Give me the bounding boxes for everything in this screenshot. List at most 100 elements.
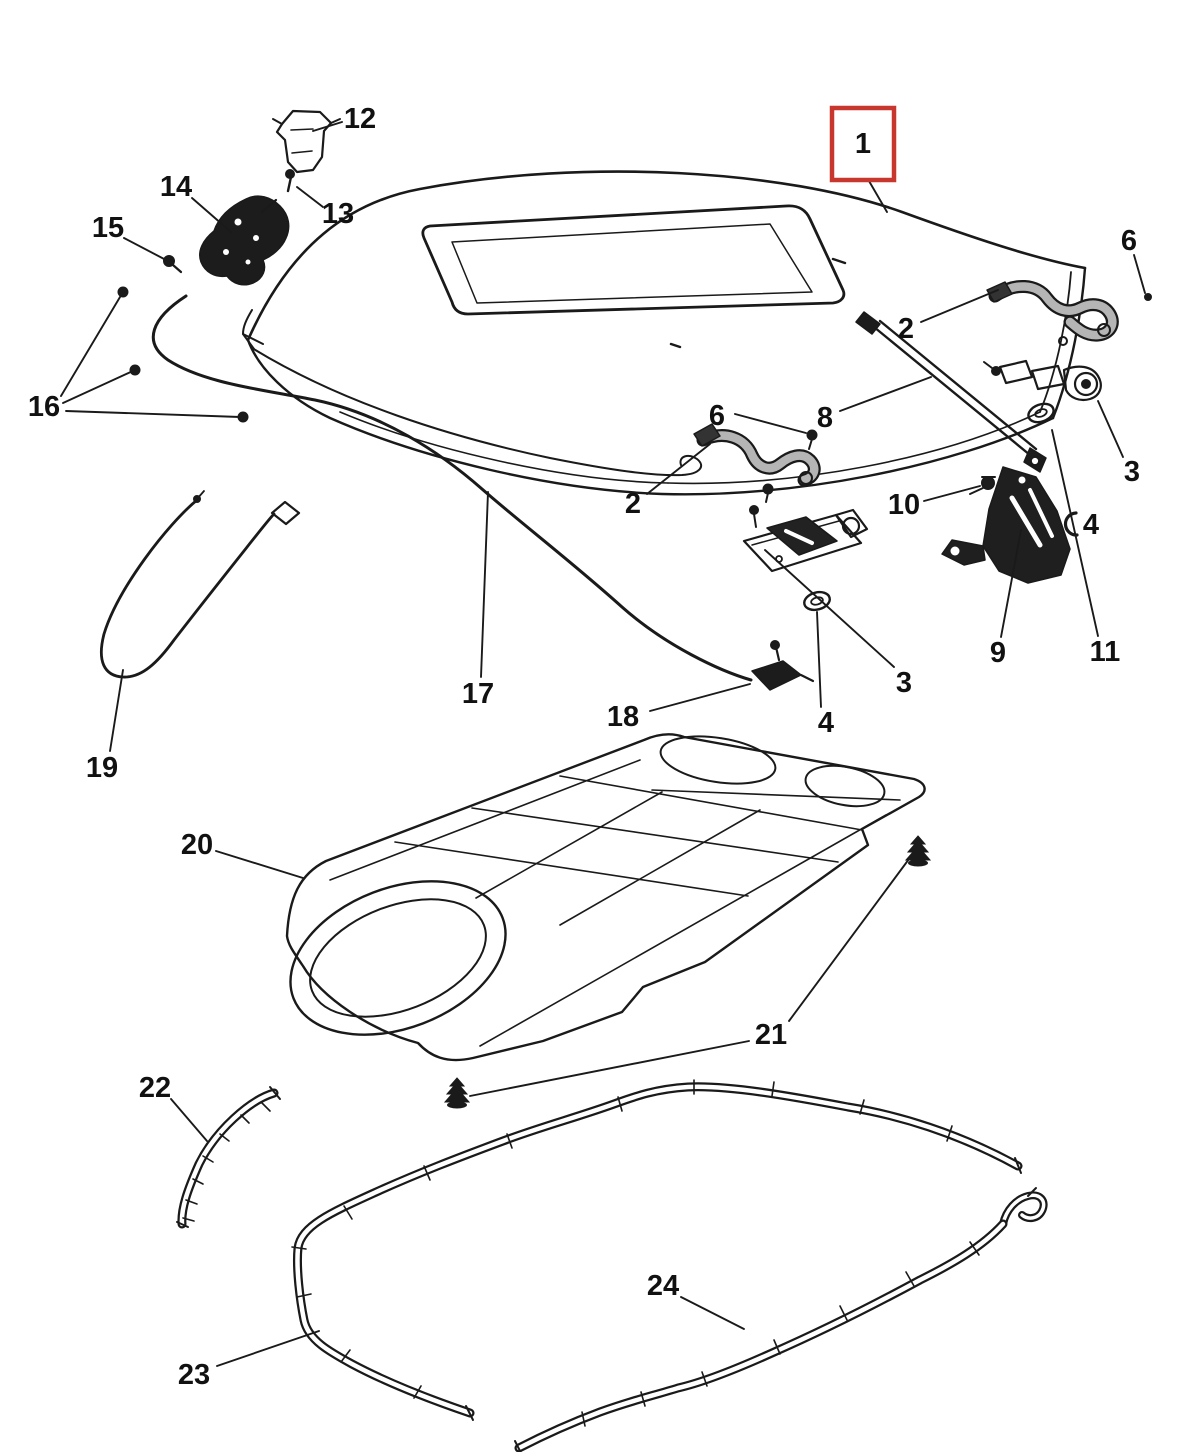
part-number-label[interactable]: 4 bbox=[1083, 509, 1099, 541]
leader-line bbox=[734, 413, 807, 434]
part-number-label[interactable]: 19 bbox=[86, 752, 118, 784]
callout-14-hood-latch[interactable]: 14 bbox=[160, 171, 232, 233]
cable-connector bbox=[751, 640, 815, 691]
callout-21-push-clips[interactable]: 21 bbox=[469, 858, 910, 1097]
callout-2-hinge-arm-center[interactable]: 2 bbox=[625, 443, 711, 520]
callout-8-prop-rod[interactable]: 8 bbox=[817, 376, 932, 434]
callout-4-grommet-center[interactable]: 4 bbox=[816, 611, 834, 739]
leader-line bbox=[60, 291, 124, 397]
leader-line bbox=[1133, 254, 1146, 294]
callout-11-washer[interactable]: 11 bbox=[1051, 429, 1121, 668]
leader-line bbox=[646, 443, 711, 495]
leader-line bbox=[923, 485, 981, 502]
part-number-label[interactable]: 11 bbox=[1090, 636, 1121, 668]
washer bbox=[1027, 402, 1055, 424]
part-number-label[interactable]: 12 bbox=[344, 103, 376, 135]
leader-line bbox=[170, 1098, 208, 1142]
hinge-plate-center bbox=[742, 505, 869, 573]
leader-line bbox=[1051, 429, 1099, 637]
part-number-label[interactable]: 16 bbox=[28, 391, 60, 423]
part-number-label[interactable]: 3 bbox=[896, 667, 912, 699]
latch-bolt bbox=[163, 255, 183, 274]
part-number-label[interactable]: 20 bbox=[181, 829, 213, 861]
callout-4-clip-right[interactable]: 4 bbox=[1083, 509, 1099, 541]
callout-20-insulator-pad[interactable]: 20 bbox=[181, 829, 304, 879]
hood-panel bbox=[242, 170, 1087, 496]
leader-line bbox=[65, 410, 241, 418]
cable-end-loop bbox=[99, 490, 301, 679]
hinge-bolt bbox=[969, 476, 996, 495]
push-clips bbox=[443, 835, 932, 1109]
part-number-label[interactable]: 4 bbox=[818, 707, 834, 739]
callout-3-hinge-bolt-assembly-right[interactable]: 3 bbox=[1097, 400, 1140, 488]
part-number-label[interactable]: 10 bbox=[888, 489, 920, 521]
callout-1-hood-panel[interactable]: 1 bbox=[829, 105, 897, 213]
part-number-label[interactable]: 3 bbox=[1124, 456, 1140, 488]
part-number-label[interactable]: 2 bbox=[898, 313, 914, 345]
callout-18-cable-connector[interactable]: 18 bbox=[607, 683, 751, 733]
leader-line bbox=[469, 1040, 750, 1097]
hinge-arm-center bbox=[693, 423, 821, 503]
cable-clips bbox=[117, 286, 249, 423]
hood-latch bbox=[199, 195, 290, 286]
callout-22-corner-seal[interactable]: 22 bbox=[139, 1072, 208, 1142]
part-number-label[interactable]: 22 bbox=[139, 1072, 171, 1104]
callout-16-cable-clips[interactable]: 16 bbox=[28, 291, 241, 423]
part-number-label[interactable]: 15 bbox=[92, 212, 124, 244]
part-number-label[interactable]: 14 bbox=[160, 171, 192, 203]
prop-rod bbox=[855, 311, 1047, 473]
clip-right bbox=[1063, 511, 1079, 537]
part-number-label[interactable]: 1 bbox=[855, 128, 871, 160]
callout-2-hinge-arm-right[interactable]: 2 bbox=[898, 289, 999, 345]
callout-13-bracket-bolt[interactable]: 13 bbox=[296, 186, 354, 230]
rear-seal bbox=[514, 1187, 1048, 1452]
pivot-bolt-center bbox=[806, 429, 818, 450]
callout-10-hinge-bolt[interactable]: 10 bbox=[888, 485, 981, 521]
callout-3-hinge-plate-center[interactable]: 3 bbox=[764, 549, 912, 699]
bracket-bolt bbox=[285, 169, 295, 193]
part-number-label[interactable]: 18 bbox=[607, 701, 639, 733]
hinge-arm-right bbox=[986, 280, 1119, 346]
callout-19-cable-end-loop[interactable]: 19 bbox=[86, 669, 124, 784]
part-number-label[interactable]: 24 bbox=[647, 1270, 679, 1302]
callout-12-cowl-bracket[interactable]: 12 bbox=[312, 103, 376, 135]
callout-23-front-seal[interactable]: 23 bbox=[178, 1330, 320, 1391]
hinge-bolt-assembly-right bbox=[983, 359, 1102, 402]
leader-line bbox=[123, 237, 167, 261]
pivot-end-right bbox=[1144, 293, 1152, 301]
part-number-label[interactable]: 9 bbox=[990, 637, 1006, 669]
callout-9-support-bracket[interactable]: 9 bbox=[990, 529, 1022, 669]
leader-line bbox=[649, 683, 751, 712]
front-seal bbox=[291, 1079, 1023, 1421]
leader-line bbox=[296, 186, 324, 208]
callout-6-pivot-bolt-center[interactable]: 6 bbox=[709, 400, 807, 434]
part-number-label[interactable]: 13 bbox=[322, 198, 354, 230]
leader-line bbox=[868, 180, 888, 213]
part-number-label[interactable]: 6 bbox=[709, 400, 725, 432]
leader-line bbox=[764, 549, 895, 668]
callout-17-release-cable[interactable]: 17 bbox=[462, 491, 494, 710]
leader-line bbox=[109, 669, 124, 752]
leader-line bbox=[788, 858, 910, 1022]
leader-line bbox=[62, 369, 136, 404]
part-number-label[interactable]: 8 bbox=[817, 402, 833, 434]
part-number-label[interactable]: 6 bbox=[1121, 225, 1137, 257]
leader-line bbox=[920, 289, 999, 323]
leader-line bbox=[1097, 400, 1124, 458]
support-bracket bbox=[941, 466, 1071, 584]
callout-24-rear-seal[interactable]: 24 bbox=[647, 1270, 745, 1330]
corner-seal bbox=[176, 1086, 281, 1229]
part-number-label[interactable]: 17 bbox=[462, 678, 494, 710]
callout-15-latch-bolt[interactable]: 15 bbox=[92, 212, 167, 261]
leader-line bbox=[480, 491, 489, 678]
callout-6-pivot-end-right[interactable]: 6 bbox=[1121, 225, 1146, 294]
leader-line bbox=[215, 850, 304, 879]
leader-line bbox=[216, 1330, 320, 1367]
leader-line bbox=[816, 611, 822, 708]
part-number-label[interactable]: 23 bbox=[178, 1359, 210, 1391]
cowl-bracket bbox=[272, 109, 341, 174]
leader-line bbox=[1000, 529, 1022, 638]
part-number-label[interactable]: 21 bbox=[755, 1019, 787, 1051]
part-number-label[interactable]: 2 bbox=[625, 488, 641, 520]
